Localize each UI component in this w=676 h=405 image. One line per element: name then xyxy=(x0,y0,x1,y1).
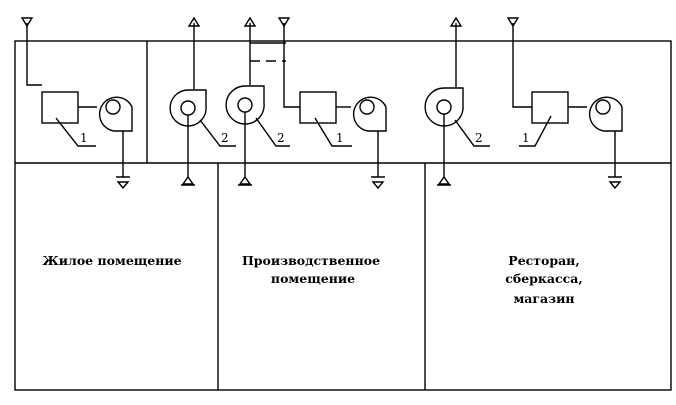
intake-grille-icon xyxy=(238,175,252,186)
leader-line xyxy=(199,119,236,147)
room-label-restaurant-line3: магазин xyxy=(513,291,574,306)
fan-impeller-icon xyxy=(105,99,121,115)
unit-type-2-a: 2 xyxy=(169,16,236,186)
unit-label: 2 xyxy=(221,131,229,145)
unit-label: 2 xyxy=(277,131,285,145)
leader-line xyxy=(55,117,96,147)
unit-type-1-right: 1 xyxy=(506,17,623,190)
unit-label: 2 xyxy=(475,131,483,145)
filter-box xyxy=(41,91,79,124)
room-labels: Жилое помещение Производственное помещен… xyxy=(42,253,582,306)
fan-housing-icon xyxy=(424,87,464,127)
unit-type-2-b: 2 xyxy=(225,16,290,186)
exhaust-duct xyxy=(512,23,532,108)
exhaust-duct xyxy=(26,23,42,86)
leader-line xyxy=(454,119,490,147)
room-label-restaurant-line1: Ресторан, xyxy=(508,253,579,268)
unit-label: 1 xyxy=(80,131,88,145)
exhaust-outlet-icon xyxy=(277,17,291,28)
exhaust-outlet-icon xyxy=(20,17,34,28)
building-frame xyxy=(14,40,672,391)
filter-box xyxy=(299,91,337,124)
crossover-duct xyxy=(250,42,286,62)
intake-grille-icon xyxy=(181,175,195,186)
intake-grille-icon xyxy=(116,176,130,190)
unit-type-1-middle: 1 xyxy=(277,17,387,190)
intake-grille-icon xyxy=(608,176,622,190)
fan-housing-icon xyxy=(225,85,265,125)
intake-grille-icon xyxy=(371,176,385,190)
room-label-industrial-line2: помещение xyxy=(271,271,355,286)
leader-line xyxy=(255,117,290,147)
unit-type-2-c: 2 xyxy=(424,16,490,186)
exhaust-outlet-icon xyxy=(187,16,201,27)
room-label-residential: Жилое помещение xyxy=(42,253,181,268)
unit-type-1-left: 1 xyxy=(20,17,133,190)
leader-line xyxy=(519,115,552,147)
exhaust-duct xyxy=(283,23,300,108)
fan-impeller-icon xyxy=(595,99,611,115)
intake-grille-icon xyxy=(437,175,451,186)
fan-impeller-icon xyxy=(359,99,375,115)
room-label-industrial-line1: Производственное xyxy=(242,253,380,268)
unit-label: 1 xyxy=(522,131,530,145)
exhaust-outlet-icon xyxy=(243,16,257,27)
room-label-restaurant-line2: сберкасса, xyxy=(505,271,582,286)
fan-housing-icon xyxy=(169,89,207,127)
leader-line xyxy=(314,117,352,147)
exhaust-outlet-icon xyxy=(449,16,463,27)
exhaust-outlet-icon xyxy=(506,17,520,28)
unit-label: 1 xyxy=(336,131,344,145)
building-outline xyxy=(14,40,672,391)
